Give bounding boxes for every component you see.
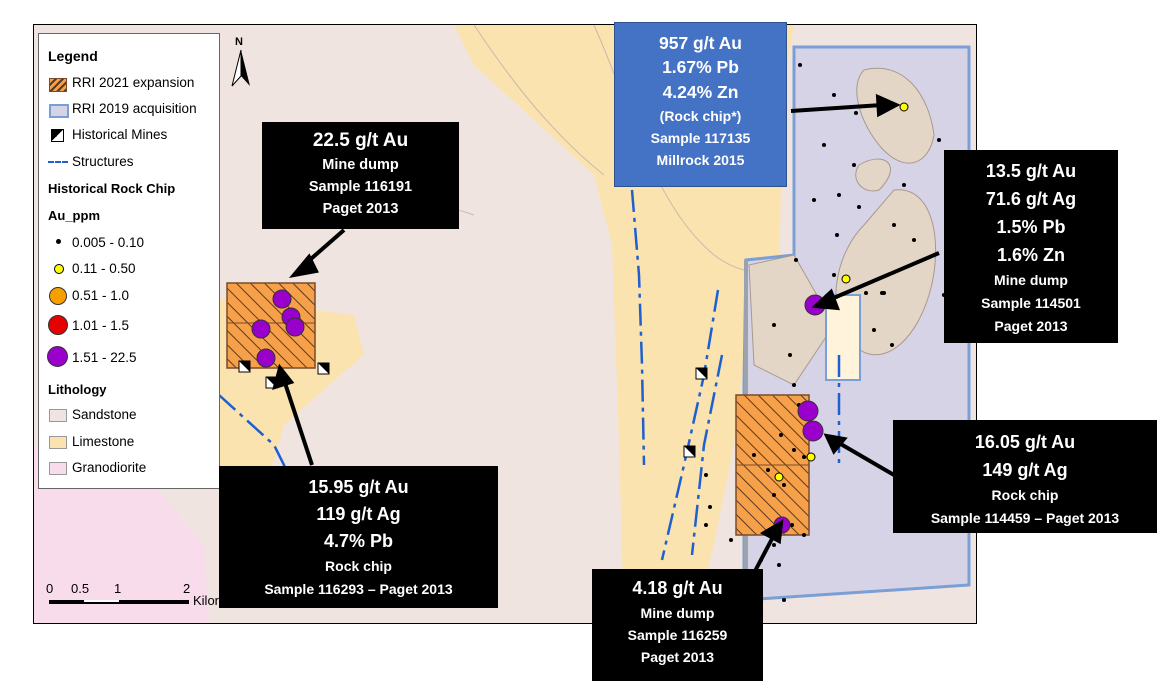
callout-arrows: [272, 93, 940, 574]
callout-line: Sample 114459 – Paget 2013: [930, 510, 1120, 526]
lithology-label: Granodiorite: [72, 460, 147, 475]
legend-title: Legend: [48, 48, 98, 64]
scale-tick: 0: [46, 581, 54, 596]
callout-line: Sample 116293 – Paget 2013: [264, 581, 453, 597]
callout-grade: 1.5% Pb: [996, 217, 1066, 237]
callout-sample-114501: 13.5 g/t Au 71.6 g/t Ag 1.5% Pb 1.6% Zn …: [944, 150, 1118, 343]
au-class-label: 1.51 - 22.5: [72, 350, 137, 365]
scale-tick: 2: [183, 581, 191, 596]
legend-item-label: RRI 2019 acquisition: [72, 101, 197, 116]
black-dot-icon: [56, 239, 61, 244]
callout-line: Sample 114501: [981, 295, 1081, 311]
callout-grade: 13.5 g/t Au: [985, 161, 1077, 181]
scale-tick: 1: [114, 581, 122, 596]
callout-grade: 4.18 g/t Au: [632, 578, 723, 598]
rock-chip-header: Historical Rock Chip: [48, 181, 176, 196]
callout-line: Paget 2013: [640, 649, 715, 665]
red-dot-icon: [48, 315, 68, 335]
callout-grade: 22.5 g/t Au: [312, 130, 409, 151]
callout-sample-116293: 15.95 g/t Au 119 g/t Ag 4.7% Pb Rock chi…: [219, 466, 498, 608]
callout-grade: 71.6 g/t Ag: [985, 189, 1077, 209]
callout-line: Mine dump: [322, 157, 399, 173]
callout-line: Mine dump: [994, 272, 1068, 288]
callout-line: Mine dump: [640, 605, 715, 621]
rock-chips-yellow: [774, 102, 909, 482]
callout-grade: 957 g/t Au: [659, 33, 742, 53]
lithology-label: Sandstone: [72, 407, 137, 422]
callout-line: (Rock chip*): [659, 108, 742, 124]
au-class-label: 0.11 - 0.50: [72, 261, 136, 276]
sandstone-swatch-icon: [49, 409, 67, 422]
callout-line: Sample 117135: [650, 130, 751, 146]
callout-grade: 15.95 g/t Au: [308, 477, 409, 497]
map-legend: Legend RRI 2021 expansion RRI 2019 acqui…: [38, 33, 220, 489]
orange-dot-icon: [49, 287, 67, 305]
blue-outline-swatch-icon: [49, 104, 69, 118]
callout-grade: 1.6% Zn: [996, 245, 1066, 265]
lithology-header: Lithology: [48, 382, 107, 397]
limestone-swatch-icon: [49, 436, 67, 449]
mine-symbol-icon: [51, 129, 64, 142]
au-class-label: 1.01 - 1.5: [72, 318, 130, 333]
callout-grade: 149 g/t Ag: [982, 460, 1068, 480]
north-arrow-icon: [231, 49, 250, 87]
callout-line: Millrock 2015: [656, 152, 745, 168]
scale-unit: Kilor: [193, 593, 220, 608]
callout-sample-114459: 16.05 g/t Au 149 g/t Ag Rock chip Sample…: [893, 420, 1157, 533]
callout-line: Sample 116259: [627, 627, 728, 643]
scale-tick: 0.5: [71, 581, 90, 596]
callout-sample-116191: 22.5 g/t Au Mine dump Sample 116191 Page…: [262, 122, 459, 229]
callout-line: Rock chip: [325, 558, 392, 574]
callout-line: Paget 2013: [322, 201, 399, 217]
callout-grade: 4.7% Pb: [323, 531, 394, 551]
au-class-label: 0.51 - 1.0: [72, 288, 130, 303]
purple-dot-icon: [47, 346, 68, 367]
callout-grade: 119 g/t Ag: [316, 504, 401, 524]
callout-grade: 16.05 g/t Au: [974, 432, 1076, 452]
hatched-orange-swatch-icon: [49, 78, 67, 92]
callout-grade: 4.24% Zn: [662, 82, 739, 102]
yellow-dot-icon: [54, 264, 64, 274]
au-class-label: 0.005 - 0.10: [72, 235, 145, 250]
callout-line: Paget 2013: [994, 318, 1068, 334]
au-ppm-header: Au_ppm: [48, 208, 100, 223]
rock-chips-low: [704, 63, 946, 602]
callout-line: Rock chip: [991, 487, 1059, 503]
legend-item-label: RRI 2021 expansion: [72, 75, 195, 90]
rri-2021-expansion-east: [735, 394, 810, 536]
granodiorite-area: [34, 445, 209, 623]
legend-item-label: Historical Mines: [72, 127, 168, 142]
lithology-label: Limestone: [72, 434, 135, 449]
callout-sample-116259: 4.18 g/t Au Mine dump Sample 116259 Page…: [592, 569, 763, 681]
callout-line: Sample 116191: [308, 179, 413, 195]
dashed-blue-line-icon: [48, 161, 68, 163]
legend-item-label: Structures: [72, 154, 134, 169]
callout-grade: 1.67% Pb: [662, 57, 739, 77]
structures: [218, 189, 841, 561]
callout-sample-117135: 957 g/t Au 1.67% Pb 4.24% Zn (Rock chip*…: [614, 22, 787, 187]
north-label: N: [235, 36, 243, 48]
granodiorite-swatch-icon: [49, 462, 67, 475]
